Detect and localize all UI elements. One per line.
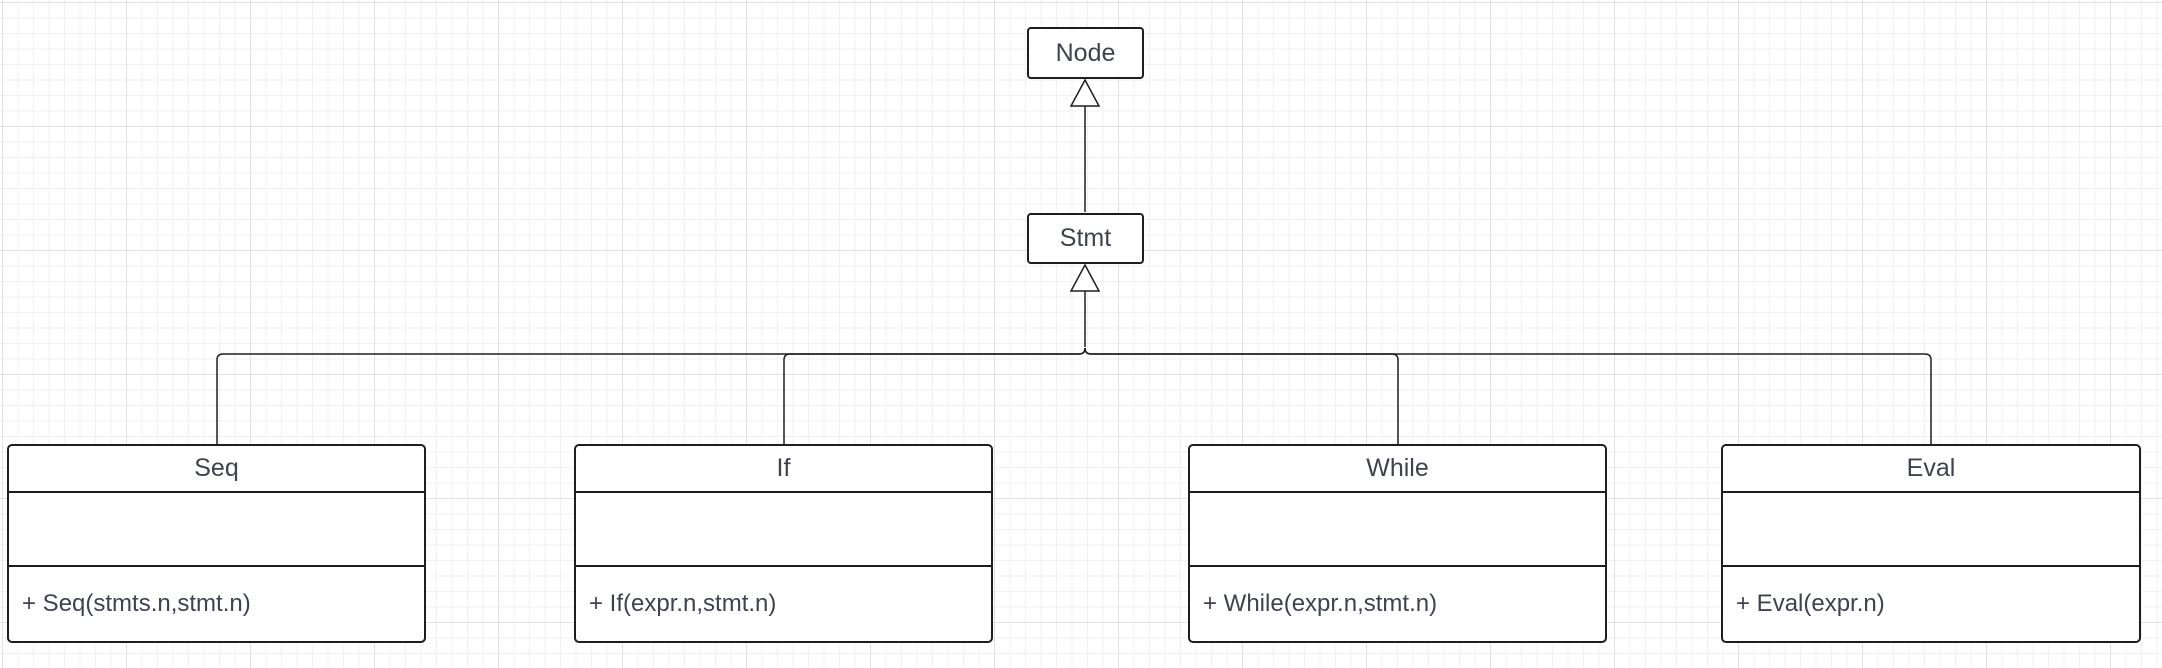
class-seq[interactable]: Seq + Seq(stmts.n,stmt.n) — [7, 444, 426, 643]
eval-to-stmt-edge — [1084, 347, 1932, 445]
class-name: If — [576, 446, 991, 493]
seq-to-stmt-edge — [216, 347, 1086, 445]
class-eval[interactable]: Eval + Eval(expr.n) — [1721, 444, 2141, 643]
class-method: + Seq(stmts.n,stmt.n) — [22, 589, 251, 617]
class-method: + While(expr.n,stmt.n) — [1203, 589, 1438, 617]
class-attributes — [9, 493, 424, 567]
if-to-stmt-edge — [783, 347, 1086, 445]
class-while[interactable]: While + While(expr.n,stmt.n) — [1188, 444, 1607, 643]
stmt-label: Stmt — [1059, 224, 1112, 252]
class-attributes — [1723, 493, 2139, 567]
class-method: + Eval(expr.n) — [1736, 589, 1885, 617]
class-attributes — [1190, 493, 1605, 567]
node-box[interactable]: Node — [1027, 27, 1144, 79]
class-if[interactable]: If + If(expr.n,stmt.n) — [574, 444, 993, 643]
class-name: While — [1190, 446, 1605, 493]
class-method: + If(expr.n,stmt.n) — [589, 589, 777, 617]
while-to-stmt-edge — [1084, 347, 1399, 445]
node-inheritance-arrowhead — [1069, 78, 1101, 107]
class-name: Seq — [9, 446, 424, 493]
class-name: Eval — [1723, 446, 2139, 493]
stmt-inheritance-arrowhead — [1069, 263, 1101, 292]
class-attributes — [576, 493, 991, 567]
stmt-box[interactable]: Stmt — [1027, 213, 1144, 264]
node-label: Node — [1055, 38, 1116, 67]
